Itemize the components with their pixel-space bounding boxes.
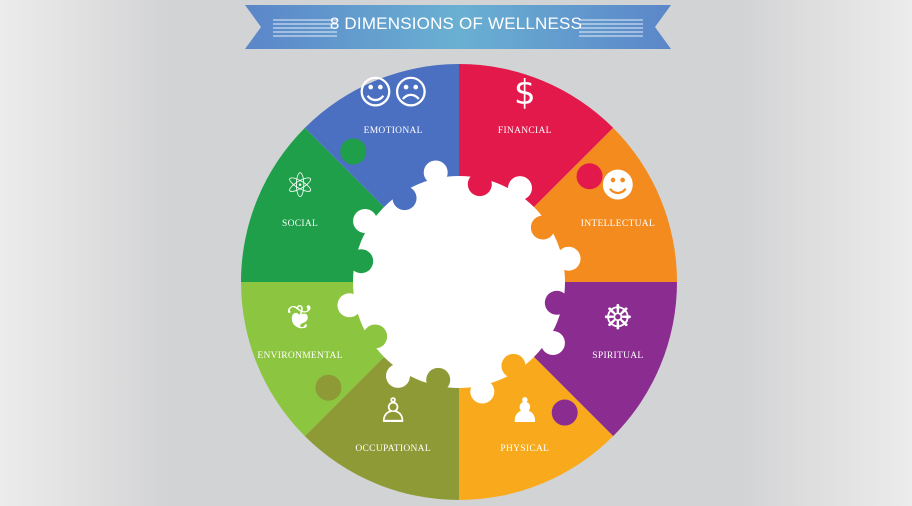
label-emotional: EMOTIONAL <box>363 126 423 137</box>
puzzle-knob <box>392 186 417 211</box>
puzzle-knob <box>576 163 603 190</box>
label-environmental: ENVIRONMENTAL <box>257 350 343 361</box>
network-icon: ⚛ <box>284 166 316 207</box>
puzzle-knob <box>507 176 532 201</box>
label-spiritual: SPIRITUAL <box>592 350 644 361</box>
puzzle-knob <box>353 209 378 234</box>
meditation-icon: ☸ <box>602 297 634 338</box>
page-title: 8 DIMENSIONS OF WELLNESS <box>329 14 583 33</box>
label-occupational: OCCUPATIONAL <box>355 443 431 454</box>
puzzle-knob <box>463 436 490 463</box>
puzzle-knob <box>426 367 451 392</box>
puzzle-knob <box>551 399 578 426</box>
businessman-icon: ♙ <box>377 390 409 431</box>
label-financial: FINANCIAL <box>497 126 552 137</box>
puzzle-knob <box>278 286 305 313</box>
label-intellectual: INTELLECTUAL <box>580 219 656 230</box>
puzzle-knob <box>540 330 565 355</box>
puzzle-knob <box>501 353 526 378</box>
puzzle-knob <box>386 363 411 388</box>
puzzle-knob <box>556 246 581 271</box>
money-icon: $ <box>513 73 536 114</box>
puzzle-knob <box>315 374 342 401</box>
label-physical: PHYSICAL <box>500 443 550 454</box>
puzzle-knob <box>363 324 388 349</box>
theater-masks-icon: ☺☹ <box>357 73 429 114</box>
puzzle-knob <box>613 251 640 278</box>
puzzle-knob <box>349 249 374 274</box>
label-social: SOCIAL <box>282 219 319 230</box>
puzzle-knob <box>423 160 448 185</box>
center-piece <box>353 176 565 388</box>
puzzle-knob <box>530 215 555 240</box>
puzzle-knob <box>544 290 569 315</box>
brain-head-icon: ☻ <box>600 166 636 207</box>
plant-in-hand-icon: ❦ <box>285 297 315 338</box>
puzzle-knob <box>340 138 367 165</box>
title-banner <box>245 5 671 49</box>
puzzle-knob <box>428 101 455 128</box>
puzzle-knob <box>470 379 495 404</box>
puzzle-knob <box>467 172 492 197</box>
stretching-person-icon: ♟ <box>509 390 541 431</box>
puzzle-knob <box>337 293 362 318</box>
